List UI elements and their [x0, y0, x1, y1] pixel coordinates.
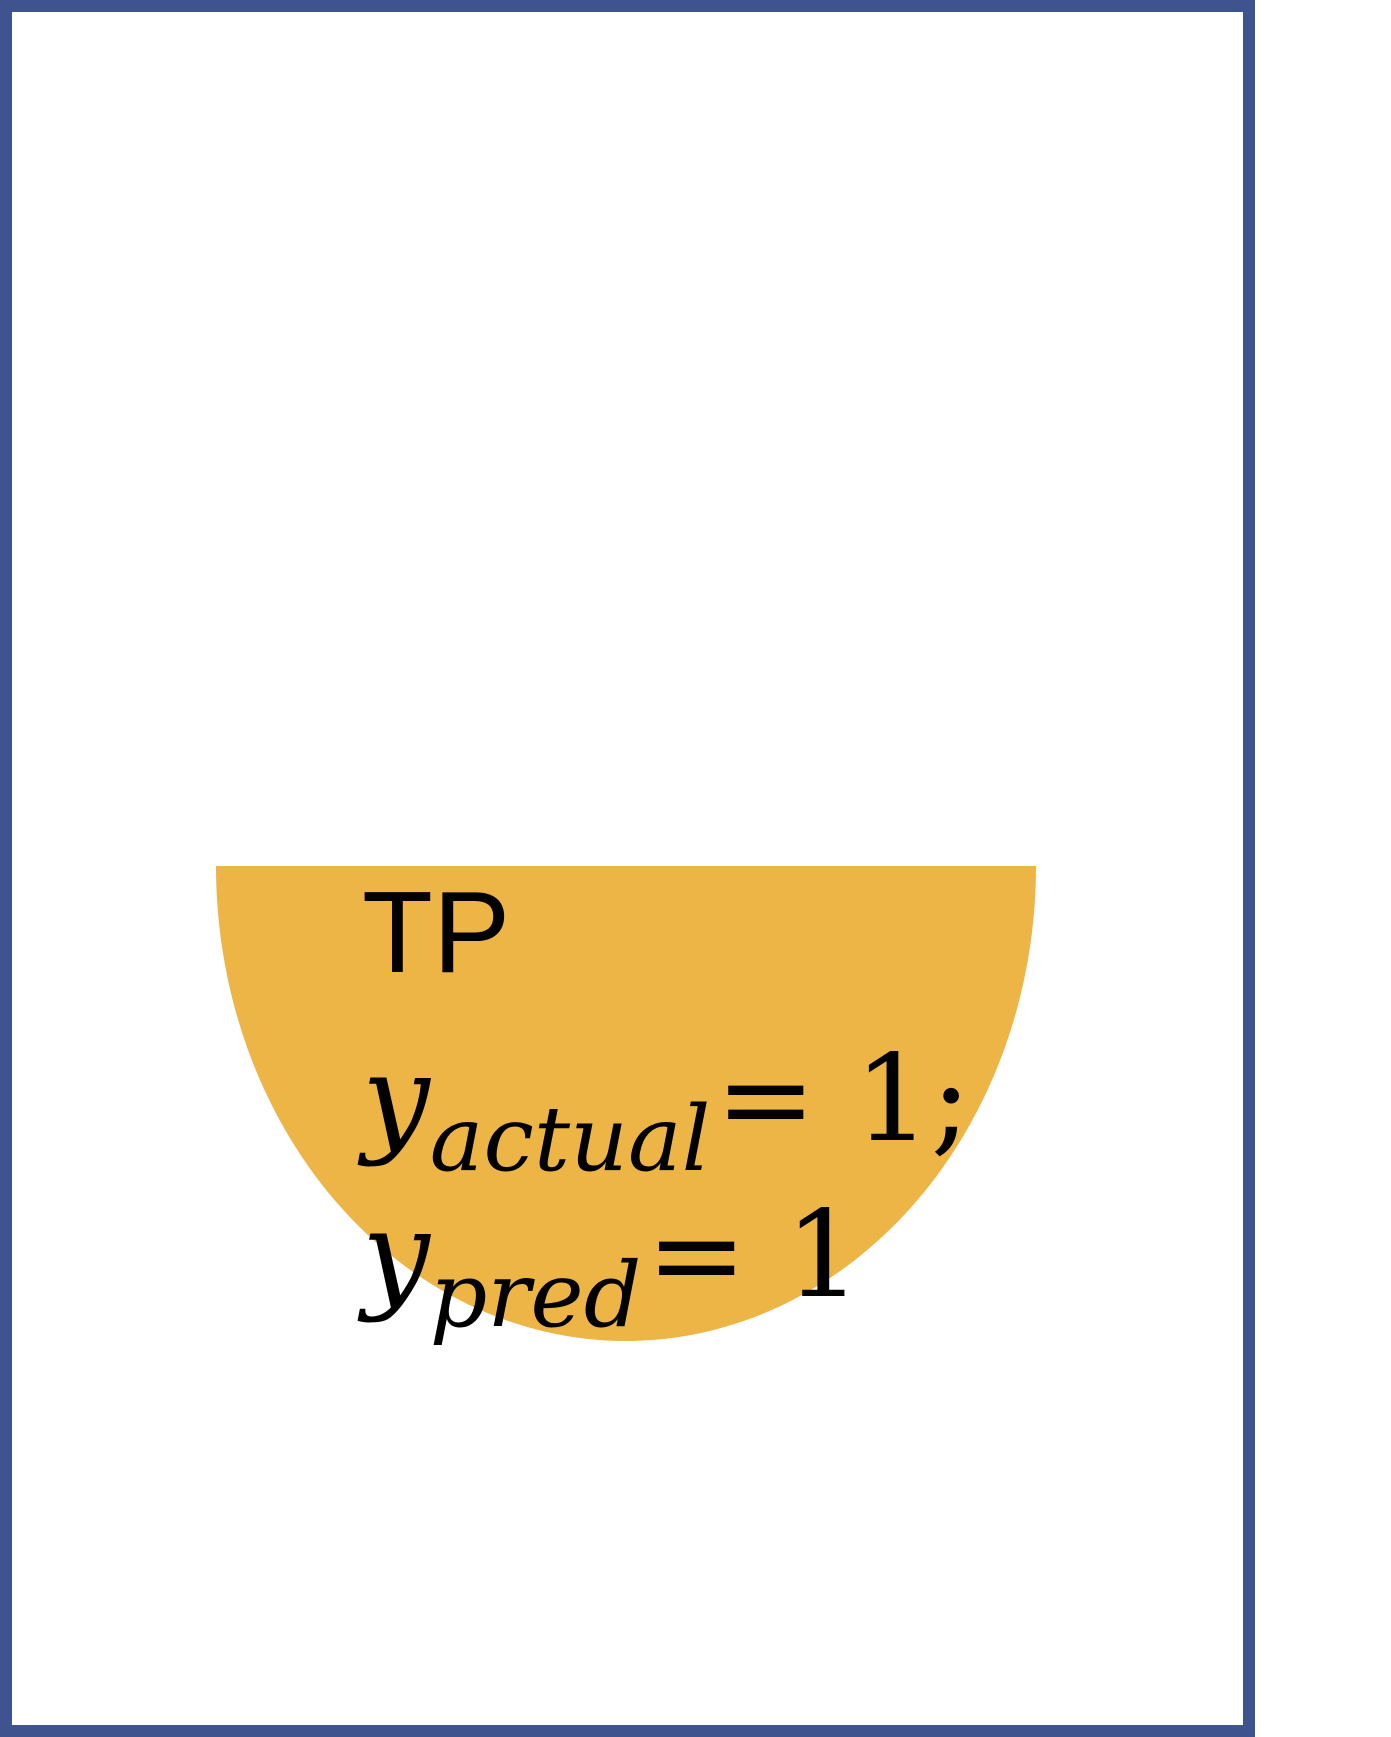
equation-y-pred: ypred = 1: [362, 1196, 861, 1341]
equation-rhs: = 1: [646, 1186, 862, 1325]
equation-subscript: actual: [429, 1087, 711, 1192]
equation-y-actual: yactual = 1;: [362, 1040, 971, 1185]
equation-variable: y: [362, 1030, 430, 1169]
equation-subscript: pred: [429, 1243, 642, 1348]
tp-label: TP: [362, 867, 511, 997]
equation-variable: y: [362, 1186, 430, 1325]
equation-rhs: = 1;: [715, 1030, 971, 1169]
